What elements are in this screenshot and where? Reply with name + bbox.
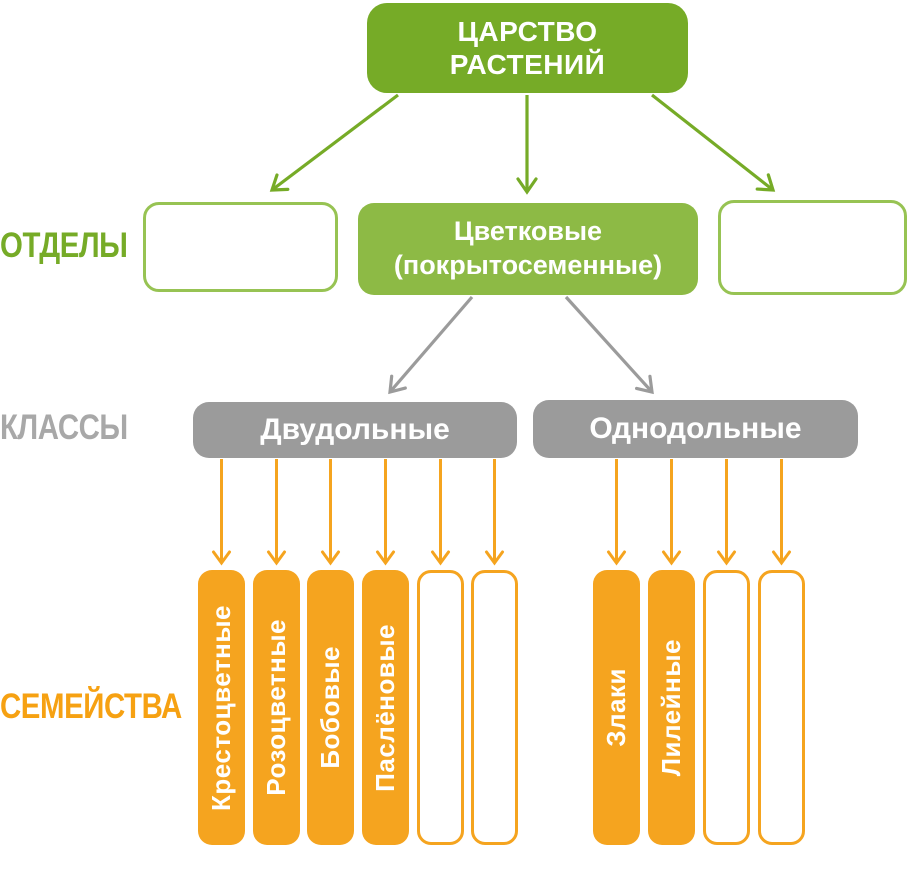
arrow-flowering-to-monocots [564, 295, 654, 395]
family-box-rozotsvetnye: Розоцветные [253, 570, 300, 845]
class-dicots-label: Двудольные [260, 413, 450, 446]
family-label: Паслёновые [370, 623, 400, 792]
class-to-family-arrows [212, 459, 791, 566]
family-label: Лилейные [656, 638, 686, 777]
family-box-empty [758, 570, 805, 845]
class-monocots-label: Однодольные [589, 412, 802, 445]
division-flowering-label: Цветковые (покрытосеменные) [393, 216, 663, 280]
family-label: Бобовые [315, 646, 345, 769]
family-box-empty [417, 570, 464, 845]
class-box-monocots: Однодольные [533, 400, 858, 458]
family-box-paslyonovye: Паслёновые [362, 570, 409, 845]
family-box-empty [471, 570, 518, 845]
kingdom-label: ЦАРСТВО РАСТЕНИЙ [449, 15, 606, 80]
class-box-dicots: Двудольные [193, 402, 517, 458]
division-box-empty-right [718, 200, 907, 295]
family-box-bobovye: Бобовые [307, 570, 354, 845]
kingdom-to-division-arrows [269, 93, 776, 195]
family-label: Розоцветные [261, 619, 291, 796]
row-label-classes: КЛАССЫ [0, 408, 128, 447]
family-label: Злаки [601, 668, 631, 747]
kingdom-box: ЦАРСТВО РАСТЕНИЙ [367, 3, 688, 93]
division-to-class-arrows [388, 295, 654, 395]
row-label-divisions: ОТДЕЛЫ [0, 226, 128, 265]
division-box-empty-left [143, 202, 338, 292]
arrow-kingdom-to-right-division [651, 93, 776, 192]
arrow-kingdom-to-left-division [269, 93, 399, 192]
family-box-empty [703, 570, 750, 845]
family-box-lileynye: Лилейные [648, 570, 695, 845]
arrow-flowering-to-dicots [388, 295, 474, 395]
family-box-zlaki: Злаки [593, 570, 640, 845]
family-box-krestotsvetnye: Крестоцветные [198, 570, 245, 845]
family-label: Крестоцветные [206, 604, 236, 811]
division-box-flowering: Цветковые (покрытосеменные) [358, 203, 698, 295]
row-label-families: СЕМЕЙСТВА [0, 687, 182, 726]
